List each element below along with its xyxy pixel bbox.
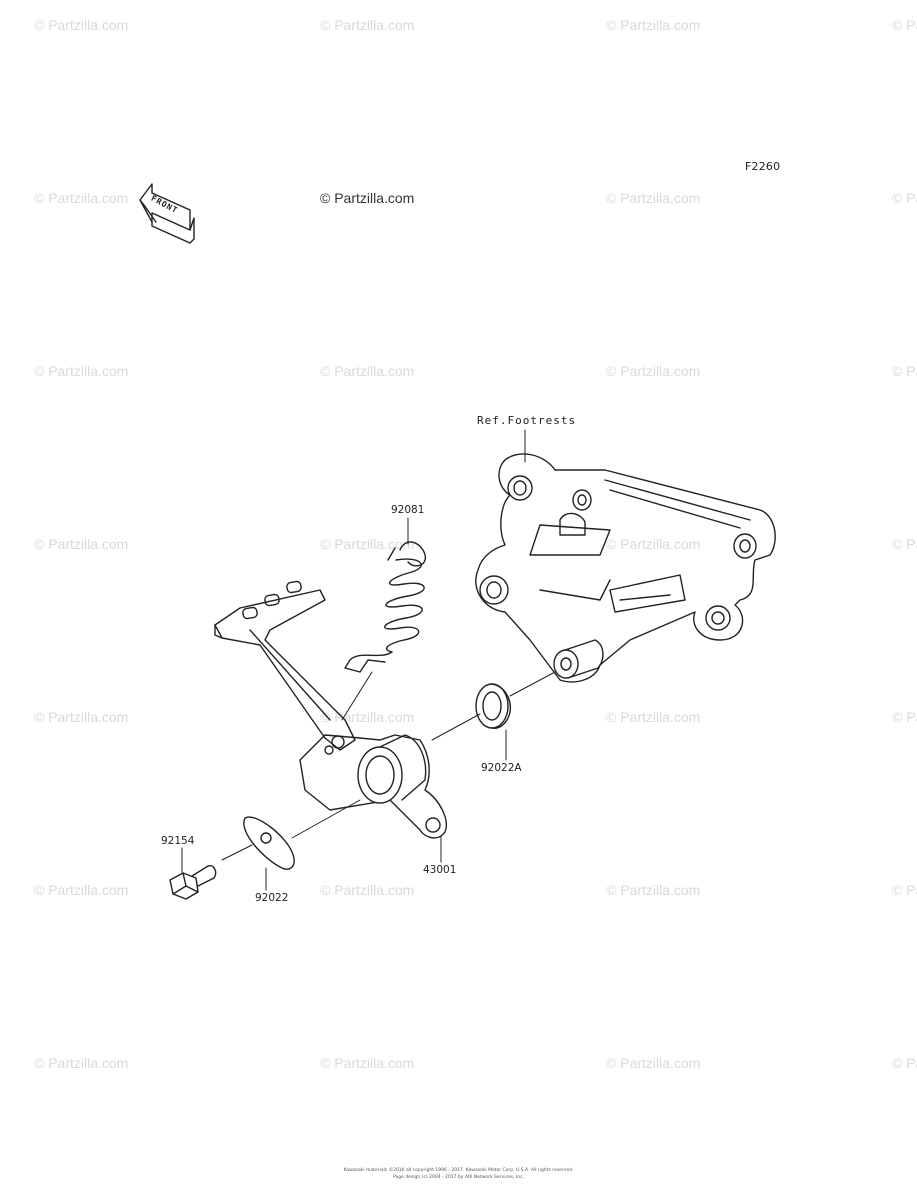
figure-code: F2260: [745, 160, 781, 173]
copyright-center: © Partzilla.com: [320, 190, 415, 206]
watermark: © Partzilla.com: [892, 17, 917, 33]
watermark: © Partzilla.com: [34, 363, 129, 379]
watermark: © Partzilla.com: [34, 1055, 129, 1071]
watermark: © Partzilla.com: [34, 17, 129, 33]
watermark: © Partzilla.com: [320, 536, 415, 552]
watermark: © Partzilla.com: [606, 363, 701, 379]
washer-92022A: [475, 683, 512, 729]
reference-label-footrests: Ref.Footrests: [477, 414, 577, 427]
part-number-92022A[interactable]: 92022A: [481, 762, 522, 774]
watermark: © Partzilla.com: [892, 1055, 917, 1071]
watermark: © Partzilla.com: [892, 709, 917, 725]
watermark: © Partzilla.com: [606, 17, 701, 33]
watermark: © Partzilla.com: [606, 190, 701, 206]
watermark: © Partzilla.com: [320, 709, 415, 725]
watermark: © Partzilla.com: [34, 882, 129, 898]
watermark: © Partzilla.com: [320, 363, 415, 379]
watermark: © Partzilla.com: [892, 363, 917, 379]
watermark: © Partzilla.com: [34, 536, 129, 552]
footer-copyright-line2: Page design (c) 2004 - 2017 by ARI Netwo…: [393, 1175, 524, 1180]
watermark: © Partzilla.com: [320, 17, 415, 33]
watermark: © Partzilla.com: [892, 536, 917, 552]
part-number-92081[interactable]: 92081: [391, 504, 425, 516]
footrest-bracket: [475, 453, 776, 683]
bolt-92154: [169, 865, 217, 900]
watermark: © Partzilla.com: [606, 1055, 701, 1071]
washer-92022: [243, 816, 295, 870]
return-spring: [344, 541, 427, 673]
brake-pedal: [214, 580, 447, 839]
part-number-92154[interactable]: 92154: [161, 835, 195, 847]
watermark: © Partzilla.com: [892, 882, 917, 898]
part-number-43001[interactable]: 43001: [423, 864, 457, 876]
watermark: © Partzilla.com: [320, 882, 415, 898]
watermark: © Partzilla.com: [34, 190, 129, 206]
watermark: © Partzilla.com: [892, 190, 917, 206]
front-arrow-icon: [139, 183, 195, 244]
part-number-92022[interactable]: 92022: [255, 892, 289, 904]
watermark: © Partzilla.com: [606, 709, 701, 725]
watermark: © Partzilla.com: [320, 1055, 415, 1071]
watermark: © Partzilla.com: [606, 882, 701, 898]
watermark: © Partzilla.com: [606, 536, 701, 552]
footer-copyright-line1: Kawasaki materials ©2016 all copyright 1…: [343, 1168, 574, 1173]
watermark: © Partzilla.com: [34, 709, 129, 725]
